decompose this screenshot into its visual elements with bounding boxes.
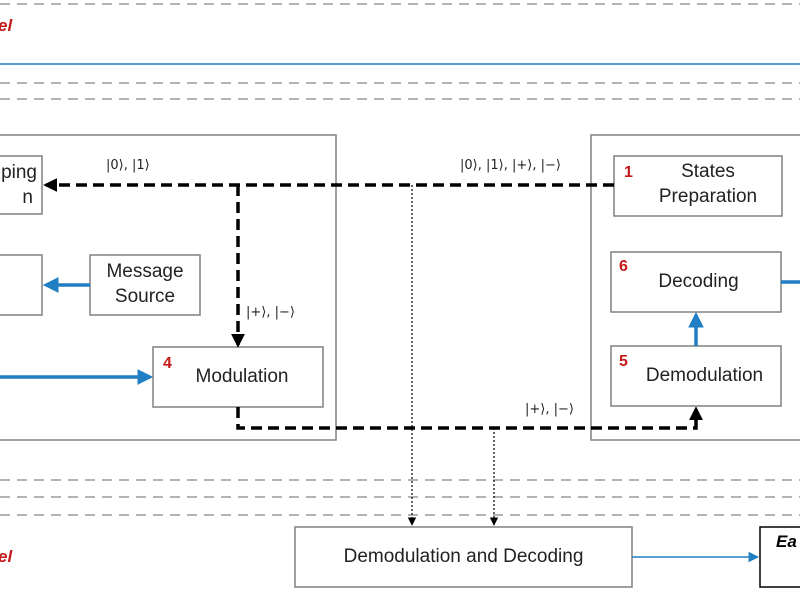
message-source-line2: Source [114, 286, 176, 307]
decoding-box [610, 251, 782, 313]
modulation-label: Modulation [195, 366, 289, 387]
demodulation-label: Demodulation [645, 365, 764, 386]
demod-decoding-box [294, 526, 633, 588]
mapping-box-line1: ping [1, 162, 37, 183]
decoding-label: Decoding [658, 271, 739, 292]
modulation-number: 4 [163, 355, 172, 372]
demodulation-number: 5 [619, 353, 628, 370]
decoding-number: 6 [619, 258, 628, 275]
right-states-top: |0⟩, |1⟩, |+⟩, |−⟩ [460, 158, 561, 173]
right-party-container [590, 134, 800, 441]
states-preparation-number: 1 [624, 164, 633, 181]
top-channel-label: el [0, 16, 13, 35]
demodulation-box [610, 345, 782, 407]
left-states-top: |0⟩, |1⟩ [106, 158, 150, 173]
bottom-channel-label: el [0, 547, 13, 566]
eavesdropper-box [759, 526, 800, 588]
quantum-channel-bottom-arrow [236, 406, 703, 430]
left-party-container [0, 134, 337, 441]
message-source-line1: Message [106, 261, 184, 282]
mapping-box [0, 155, 43, 215]
states-preparation-box [613, 155, 783, 217]
mapping-box-line2: n [22, 187, 33, 208]
eavesdropper-label: Ea [776, 532, 797, 551]
states-preparation-line2: Preparation [658, 186, 758, 207]
demod-decoding-label: Demodulation and Decoding [343, 546, 584, 567]
states-preparation-line1: States [681, 161, 735, 182]
left-states-vertical: |+⟩, |−⟩ [246, 305, 295, 320]
right-states-bottom: |+⟩, |−⟩ [525, 402, 574, 417]
left-middle-box [0, 254, 43, 316]
modulation-box [152, 346, 324, 408]
